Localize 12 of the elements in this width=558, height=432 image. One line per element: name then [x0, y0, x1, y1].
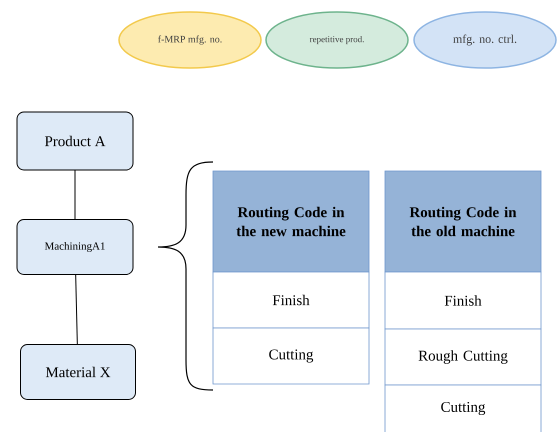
connector-line [75, 274, 78, 344]
table-header-cell: Routing Code in the new machine [212, 170, 370, 272]
table-cell: Finish [384, 272, 542, 330]
table-cell: Cutting [384, 384, 542, 432]
table-cell: Finish [212, 272, 370, 328]
table-header-cell: Routing Code in the old machine [384, 170, 542, 272]
process-box: MachiningA1 [16, 219, 134, 275]
connector-line [74, 170, 76, 220]
process-box: Material X [20, 344, 136, 400]
process-box: Product A [16, 112, 134, 170]
table-cell: Cutting [212, 328, 370, 384]
table-cell: Rough Cutting [384, 328, 542, 386]
